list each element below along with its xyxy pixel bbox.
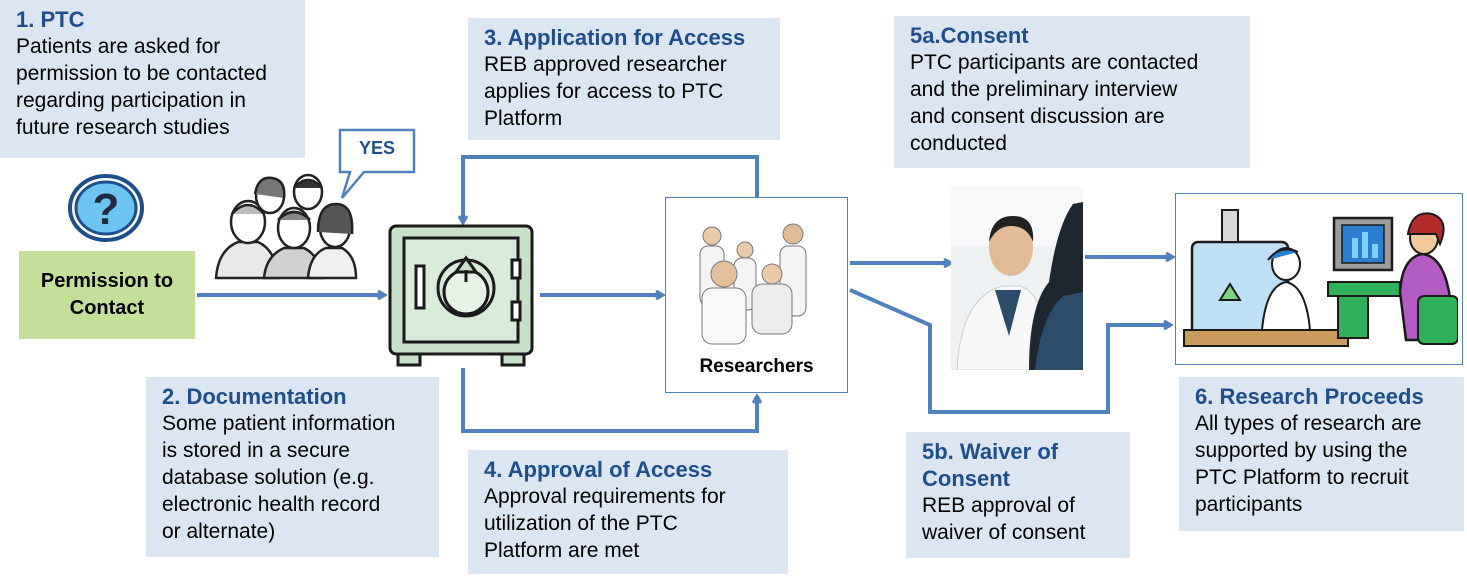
application-line: REB approved researcher: [484, 53, 727, 76]
application-for-access-box: 3. Application for Access REB approved r…: [468, 18, 780, 140]
ptc-description: Patients are asked for permission to be …: [16, 33, 289, 141]
waiver-line: waiver of consent: [922, 521, 1086, 544]
documentation-line: database solution (e.g.: [162, 466, 375, 489]
research-title: 6. Research Proceeds: [1195, 384, 1424, 409]
question-mark-icon: ?: [68, 174, 144, 242]
researchers-label: Researchers: [699, 356, 814, 377]
consent-line: PTC participants are contacted: [910, 51, 1199, 74]
research-line: participants: [1195, 493, 1303, 516]
approval-line: Platform are met: [484, 539, 640, 562]
doctor-patient-photo: [951, 186, 1083, 370]
research-description: All types of research are supported by u…: [1195, 410, 1448, 518]
approval-of-access-box: 4. Approval of Access Approval requireme…: [468, 450, 788, 574]
laboratory-research-icon: [1183, 209, 1458, 347]
permission-line: Contact: [69, 297, 145, 319]
approval-title: 4. Approval of Access: [484, 457, 713, 482]
consent-title: 5a.Consent: [910, 23, 1029, 48]
approval-line: Approval requirements for: [484, 485, 726, 508]
research-proceeds-box: 6. Research Proceeds All types of resear…: [1179, 377, 1464, 531]
application-line: Platform: [484, 107, 563, 130]
ptc-title: 1. PTC: [16, 7, 85, 32]
ptc-box: 1. PTC Patients are asked for permission…: [0, 0, 305, 158]
ptc-line: Patients are asked for: [16, 35, 221, 58]
patients-group-icon: [214, 173, 358, 280]
arrow-researchers-to-waiver: [849, 288, 1170, 414]
arrow-application-loop: [463, 155, 759, 222]
speech-bubble: [338, 128, 416, 199]
svg-text:?: ?: [93, 185, 120, 234]
documentation-title: 2. Documentation: [162, 384, 347, 409]
permission-line: Permission to: [40, 270, 174, 292]
consent-line: conducted: [910, 132, 1007, 155]
consent-line: and the preliminary interview: [910, 78, 1178, 101]
research-line: PTC Platform to recruit: [1195, 466, 1409, 489]
arrow-approval-loop: [461, 368, 757, 433]
approval-description: Approval requirements for utilization of…: [484, 483, 772, 564]
waiver-title: 5b. Waiver of Consent: [922, 438, 1114, 492]
waiver-description: REB approval of waiver of consent: [922, 492, 1114, 546]
research-line: All types of research are: [1195, 412, 1422, 435]
waiver-line: REB approval of: [922, 494, 1075, 517]
documentation-description: Some patient information is stored in a …: [162, 410, 423, 545]
waiver-title-line: 5b. Waiver of: [922, 439, 1059, 464]
ptc-line: permission to be contacted: [16, 62, 267, 85]
speech-bubble-text: YES: [358, 138, 396, 158]
documentation-line: Some patient information: [162, 412, 396, 435]
documentation-line: electronic health record: [162, 493, 381, 516]
documentation-line: is stored in a secure: [162, 439, 350, 462]
consent-description: PTC participants are contacted and the p…: [910, 49, 1234, 157]
ptc-line: regarding participation in: [16, 89, 246, 112]
permission-to-contact-box: Permission to Contact: [19, 251, 195, 339]
documentation-line: or alternate): [162, 520, 276, 543]
researchers-photo: [699, 223, 807, 345]
waiver-title-line: Consent: [922, 466, 1010, 491]
consent-line: and consent discussion are: [910, 105, 1165, 128]
research-line: supported by using the: [1195, 439, 1408, 462]
application-title: 3. Application for Access: [484, 25, 746, 50]
waiver-of-consent-box: 5b. Waiver of Consent REB approval of wa…: [906, 432, 1130, 558]
ptc-line: future research studies: [16, 116, 230, 139]
documentation-box: 2. Documentation Some patient informatio…: [146, 377, 439, 557]
researchers-box: Researchers: [665, 197, 848, 393]
research-image-box: [1175, 193, 1463, 365]
application-description: REB approved researcher applies for acce…: [484, 51, 764, 132]
application-line: applies for access to PTC: [484, 80, 724, 103]
consent-box: 5a.Consent PTC participants are contacte…: [894, 16, 1250, 168]
secure-database-safe-icon: [388, 224, 534, 367]
approval-line: utilization of the PTC: [484, 512, 678, 535]
